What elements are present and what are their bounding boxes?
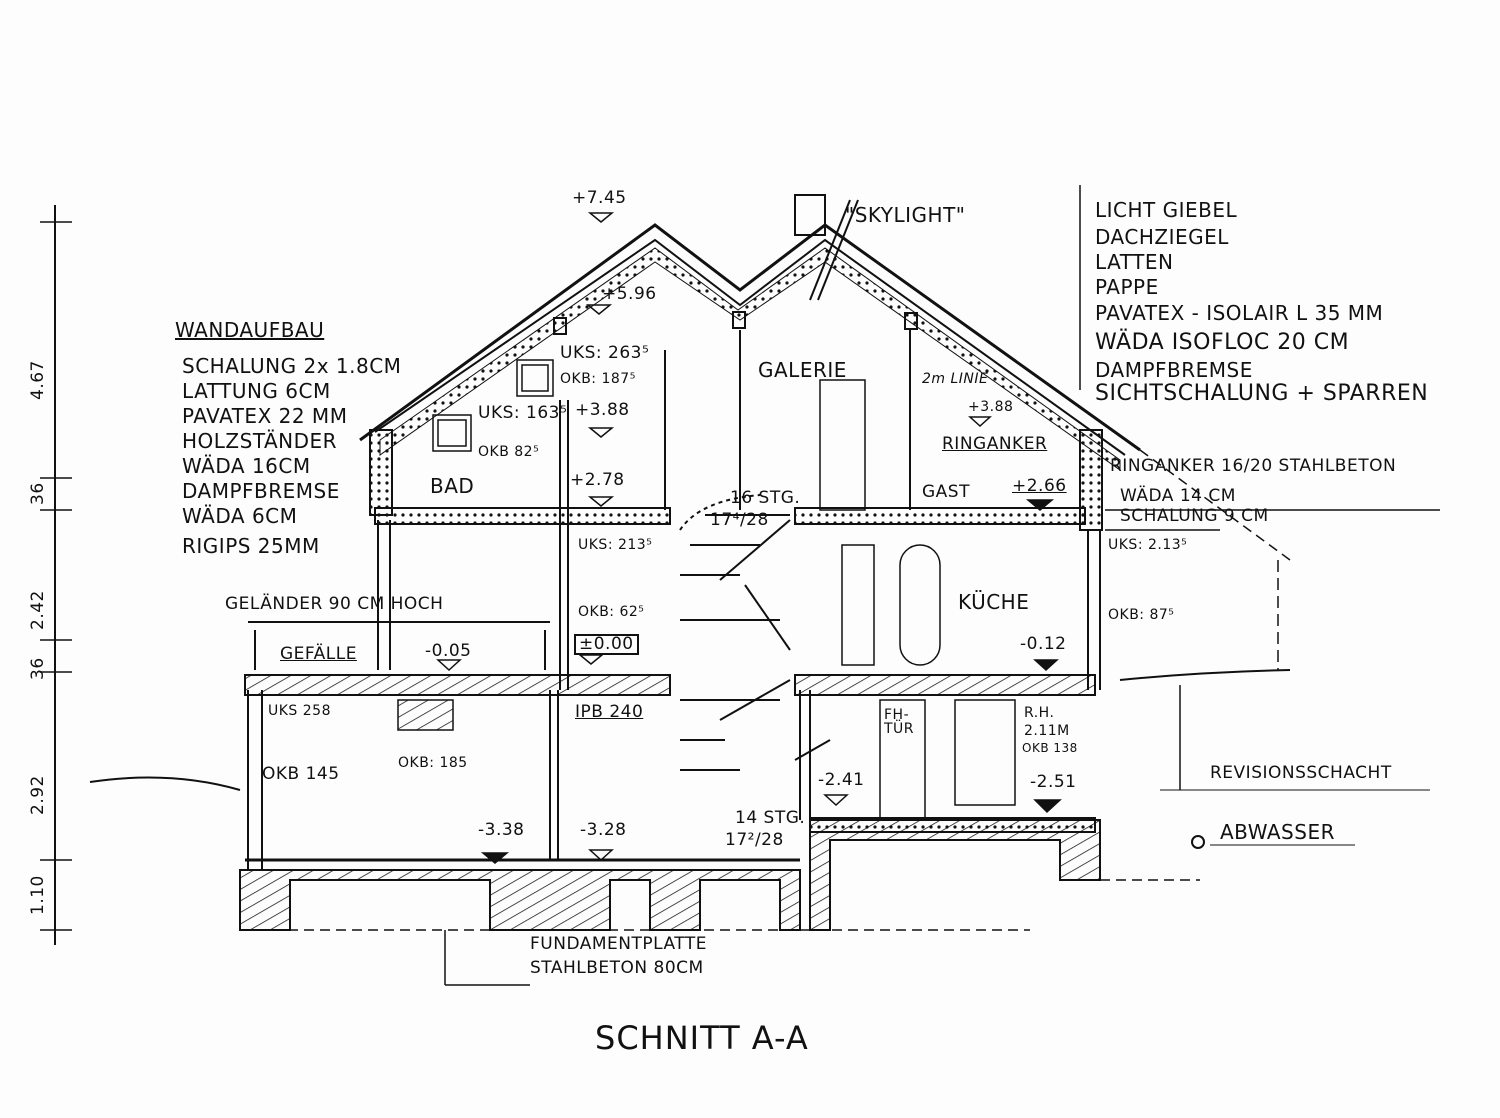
abwasser-label: ABWASSER [1220,820,1335,844]
okb-185: OKB: 185 [398,755,468,771]
uks-213-right: UKS: 2.13⁵ [1108,537,1188,553]
level-minus-3-28: -3.28 [580,820,627,840]
uks-213-left: UKS: 213⁵ [578,537,653,553]
gelaender-label: GELÄNDER 90 CM HOCH [225,594,444,614]
roof-layer: WÄDA ISOFLOC 20 CM [1095,330,1350,355]
room-galerie: GALERIE [758,358,847,382]
uks-263: UKS: 263⁵ [560,343,650,363]
roof-layer: LATTEN [1095,250,1174,274]
revisionsschacht-label: REVISIONSSCHACHT [1210,763,1392,783]
wall-layer: SCHALUNG 2x 1.8CM [182,354,402,378]
dim-36-upper: 36 [28,482,48,505]
roof-layer: DAMPFBREMSE [1095,358,1253,382]
wall-layer: HOLZSTÄNDER [182,429,338,453]
stairs-upper-count: 16 STG. [730,488,801,508]
balcony-railing [248,621,550,670]
roof-layer: PAVATEX - ISOLAIR L 35 MM [1095,301,1384,325]
wall-layer: LATTUNG 6CM [182,379,331,403]
wall-layer: DAMPFBREMSE [182,479,340,503]
wall-layer: WÄDA 6CM [182,504,298,528]
okb-62: OKB: 62⁵ [578,604,645,620]
gefaelle-label: GEFÄLLE [280,644,357,664]
wall-layer: PAVATEX 22 MM [182,404,348,428]
stairs-lower-ratio: 17²/28 [725,830,784,850]
level-3-88-left: +3.88 [575,400,630,420]
roof [359,194,1141,471]
room-kueche: KÜCHE [958,590,1030,614]
level-markers [436,212,1062,864]
okb-187: OKB: 187⁵ [560,371,636,387]
level-ridge: +7.45 [572,188,627,208]
dim-2-42: 2.42 [28,590,48,630]
ipb-240: IPB 240 [575,702,644,722]
level-zero: ±0.00 [574,634,639,655]
level-2-66: +2.66 [1012,476,1067,496]
level-minus-3-38: -3.38 [478,820,525,840]
terrain [89,185,1440,849]
roof-layer: PAPPE [1095,275,1159,299]
schalung-9cm: SCHALUNG 9 CM [1120,506,1269,526]
wada-14cm: WÄDA 14 CM [1120,486,1236,506]
dim-1-10: 1.10 [28,875,48,915]
okb-87: OKB: 87⁵ [1108,607,1175,623]
level-minus-2-51: -2.51 [1030,772,1077,792]
ringanker-note: RINGANKER 16/20 STAHLBETON [1110,456,1397,476]
skylight-label: "SKYLIGHT" [845,203,966,227]
uks-258: UKS 258 [268,703,331,719]
wall-layer: WÄDA 16CM [182,454,311,478]
wall-build-heading: WANDAUFBAU [175,318,325,342]
level-5-96: +5.96 [602,284,657,304]
fundament-label-2: STAHLBETON 80CM [530,958,704,978]
dim-36-lower: 36 [28,657,48,680]
level-minus-0-05: -0.05 [425,641,472,661]
dim-4-67: 4.67 [28,360,48,400]
rh-height: 2.11M [1024,723,1070,739]
walls [247,330,1103,870]
roof-layer: LICHT GIEBEL [1095,198,1238,222]
wall-layer: RIGIPS 25MM [182,534,320,558]
openings [397,359,1016,821]
uks-163: UKS: 163⁵ [478,403,568,423]
foundation [239,819,1200,986]
dim-2-92: 2.92 [28,775,48,815]
roof-layer: DACHZIEGEL [1095,225,1229,249]
okb-145: OKB 145 [262,764,340,784]
level-3-88-right: +3.88 [968,399,1014,415]
okb-138: OKB 138 [1022,741,1078,755]
vertical-dimension-line [40,205,72,945]
room-bad: BAD [430,474,475,498]
drawing-title: SCHNITT A-A [595,1019,809,1057]
rh-label: R.H. [1024,705,1055,721]
fh-tuer-label: FH-TÜR [884,707,915,737]
ringanker-label: RINGANKER [942,434,1048,454]
stairs-upper-ratio: 17⁴/28 [710,510,769,530]
level-minus-0-12: -0.12 [1020,634,1067,654]
level-minus-2-41: -2.41 [818,770,865,790]
level-2-78: +2.78 [570,470,625,490]
two-m-line-label: 2m LINIE [922,371,989,387]
okb-82: OKB 82⁵ [478,444,540,460]
stairs-lower-count: 14 STG. [735,808,806,828]
room-gast: GAST [922,482,970,502]
fundament-label-1: FUNDAMENTPLATTE [530,934,708,954]
stairs [679,494,831,771]
roof-layer: SICHTSCHALUNG + SPARREN [1095,381,1429,406]
floor-slabs [244,507,1096,862]
